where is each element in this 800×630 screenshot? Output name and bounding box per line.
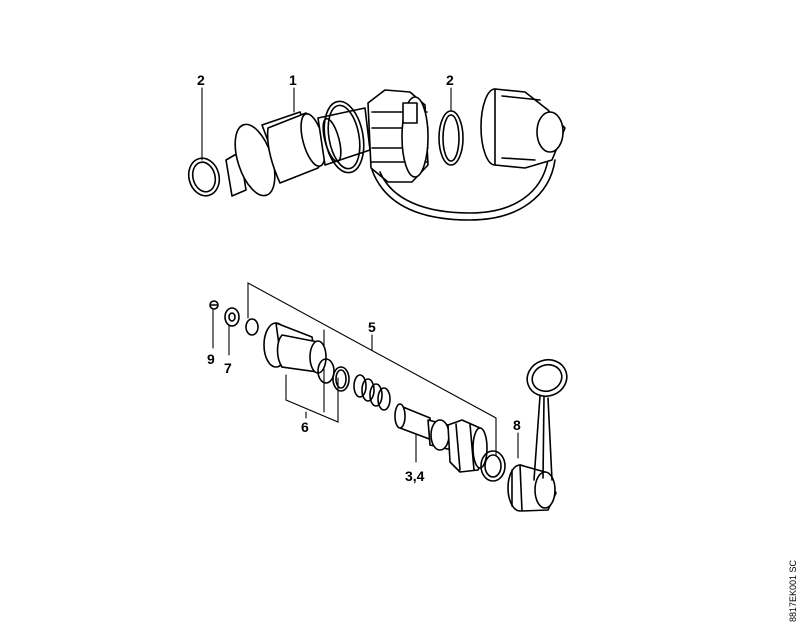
label-9: 9 (207, 351, 215, 367)
sleeve (263, 322, 327, 374)
o-ring-left-inner (191, 161, 217, 193)
label-6: 6 (301, 419, 309, 435)
hex-nut-top (367, 89, 429, 183)
o-ring-spout (323, 100, 365, 174)
valve (394, 403, 488, 473)
screw (209, 300, 219, 310)
tether-strap (371, 159, 556, 221)
spout (225, 107, 371, 197)
o-ring-small-1 (317, 358, 335, 384)
label-5: 5 (368, 319, 376, 335)
disc (245, 318, 259, 336)
cap-top (480, 88, 566, 169)
bottom-assembly (209, 282, 568, 512)
spring (353, 374, 391, 411)
label-1: 1 (289, 72, 297, 88)
o-ring-spout-inner (327, 104, 361, 170)
label-2-right: 2 (446, 72, 454, 88)
label-8: 8 (513, 417, 521, 433)
label-2-left: 2 (197, 72, 205, 88)
o-ring-left (187, 157, 221, 197)
label-7: 7 (224, 360, 232, 376)
washer (224, 307, 240, 327)
label-3-4: 3,4 (405, 468, 425, 484)
lanyard-loop (526, 358, 568, 398)
o-ring-small-2 (332, 366, 350, 392)
o-ring-bottom (480, 450, 506, 482)
cap-with-lanyard (507, 358, 568, 512)
bracket-6 (285, 374, 339, 423)
reference-code: 8817EK001 SC (788, 559, 798, 622)
o-ring-right (438, 110, 464, 166)
top-assembly (187, 87, 566, 221)
